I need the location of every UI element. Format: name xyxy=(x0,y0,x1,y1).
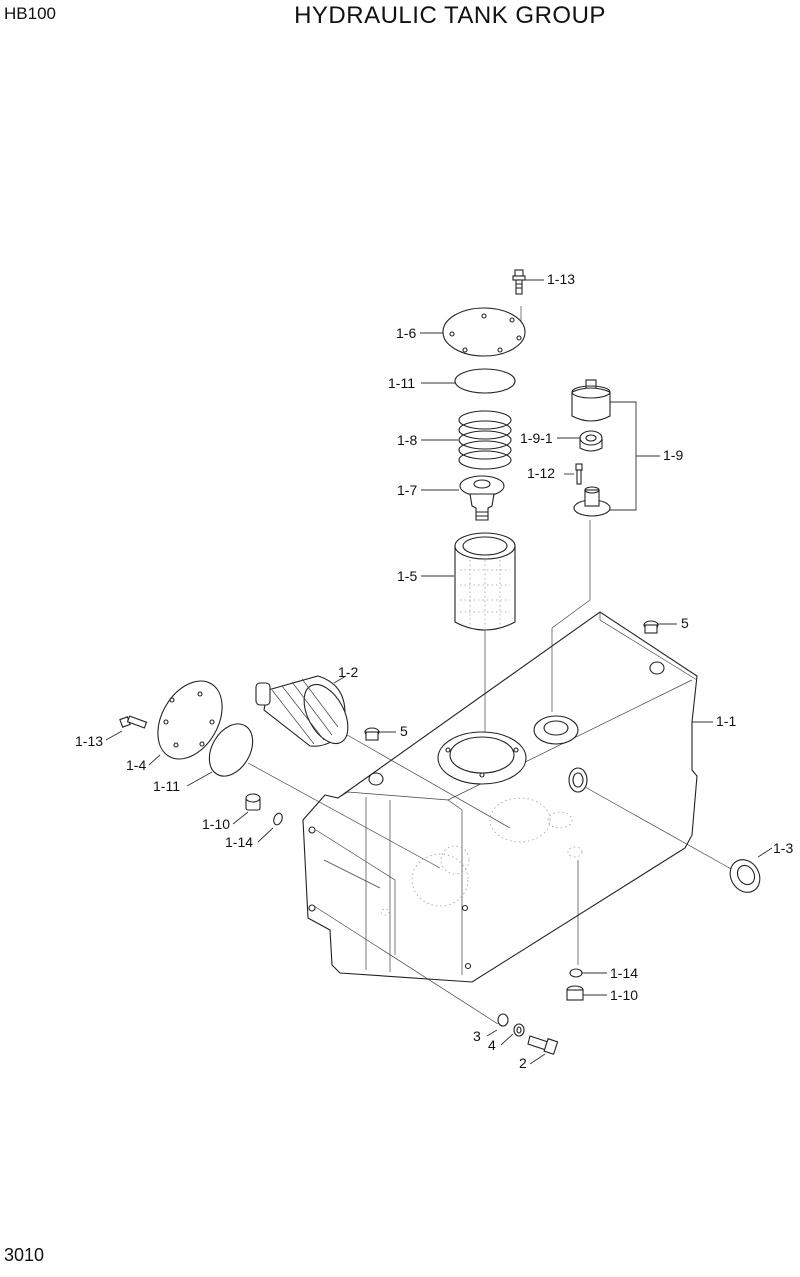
callout-label: 1-13 xyxy=(75,733,103,749)
breather-element xyxy=(579,430,603,452)
callout-label: 1-10 xyxy=(610,987,638,1003)
callout-label: 1-5 xyxy=(397,568,417,584)
bolt-icon xyxy=(119,715,148,729)
page-number: 3010 xyxy=(4,1245,45,1265)
model-code: HB100 xyxy=(4,4,56,23)
callout-label: 2 xyxy=(519,1055,527,1071)
leader-lines xyxy=(105,279,773,1065)
tank-plug-bosses xyxy=(368,661,665,786)
callout-label: 3 xyxy=(473,1028,481,1044)
callout-label: 1-3 xyxy=(773,840,793,856)
washer-icon xyxy=(497,1013,509,1027)
tank-filter-port xyxy=(437,731,527,785)
hydraulic-tank-body xyxy=(302,611,698,983)
callout-label: 1-14 xyxy=(225,834,253,850)
callout-label: 1-10 xyxy=(202,816,230,832)
bolt-icon xyxy=(512,269,526,295)
washer-icon xyxy=(513,1023,525,1037)
callout-label: 1-8 xyxy=(397,432,417,448)
callout-label: 1-12 xyxy=(527,465,555,481)
callout-label: 1-4 xyxy=(126,757,146,773)
drain-plug-icon xyxy=(245,793,261,811)
tank-side-port xyxy=(568,767,588,793)
callout-label: 1-11 xyxy=(153,778,180,794)
breather-base xyxy=(573,486,611,517)
plug-icon xyxy=(643,620,659,634)
callout-label: 1-9-1 xyxy=(520,430,553,446)
filter-element xyxy=(454,532,516,631)
level-gauge-plug xyxy=(729,859,761,893)
callout-label: 1-1 xyxy=(716,713,736,729)
breather-screw xyxy=(575,463,583,485)
callout-label: 1-9 xyxy=(663,447,683,463)
o-ring-icon xyxy=(273,812,283,826)
callout-label: 5 xyxy=(681,615,689,631)
callout-label: 1-7 xyxy=(397,482,417,498)
callout-label: 1-11 xyxy=(388,375,415,391)
o-ring-icon xyxy=(208,723,254,777)
callout-label: 1-2 xyxy=(338,664,358,680)
tank-cover-plate xyxy=(442,307,526,357)
tank-breather-port xyxy=(533,715,579,745)
callout-label: 4 xyxy=(488,1037,496,1053)
page-title: HYDRAULIC TANK GROUP xyxy=(294,2,606,29)
callout-label: 1-13 xyxy=(547,271,575,287)
drain-plug-icon xyxy=(566,985,584,1001)
callout-label: 1-6 xyxy=(396,325,416,341)
bolt-icon xyxy=(527,1035,559,1055)
spring-icon xyxy=(458,410,512,470)
side-cover-plate xyxy=(157,680,223,760)
plug-icon xyxy=(364,727,380,741)
air-breather-cap xyxy=(571,379,611,422)
bypass-valve xyxy=(459,475,505,521)
suction-strainer xyxy=(255,675,349,747)
o-ring-icon xyxy=(454,368,516,394)
callout-label: 5 xyxy=(400,723,408,739)
o-ring-icon xyxy=(569,968,583,978)
callout-label: 1-14 xyxy=(610,965,638,981)
callout-labels: 1-13 1-6 1-11 1-8 1-9-1 1-9 1-12 1-7 1-5… xyxy=(75,271,793,1071)
